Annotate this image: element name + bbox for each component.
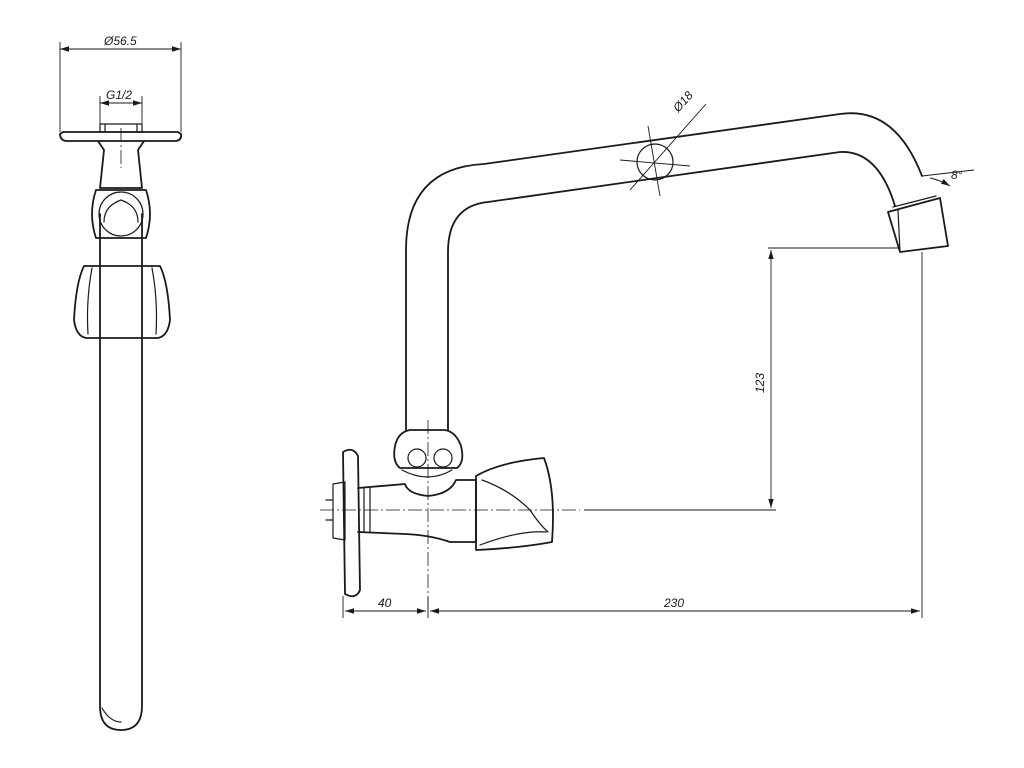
front-handle: [73, 265, 171, 339]
front-valve-body: [97, 140, 145, 189]
side-spout-outer: [405, 112, 923, 431]
flange-diameter-label: Ø56.5: [104, 34, 137, 48]
side-view: [320, 103, 975, 618]
front-swivel-nut: [91, 189, 151, 239]
outlet-height-label: 123: [753, 372, 767, 393]
side-handle: [475, 457, 554, 551]
reach-label: 230: [664, 596, 685, 610]
outlet-angle-dimension: [921, 169, 975, 187]
outlet-angle-label: 8°: [951, 168, 963, 182]
side-wall-flange: [342, 448, 361, 598]
front-view: [59, 42, 183, 731]
side-aerator: [887, 197, 949, 253]
side-riser-nut: [393, 429, 464, 469]
front-thread-dimension: [99, 96, 143, 124]
front-spout-pipe: [99, 213, 143, 731]
wall-offset-label: 40: [378, 596, 392, 610]
pipe-section-dimension: [619, 103, 707, 197]
front-flange-plate: [59, 131, 183, 142]
reach-dimension: [342, 252, 923, 618]
thread-size-label: G1/2: [106, 88, 133, 102]
height-dimension: [584, 247, 900, 511]
side-spout-inner: [447, 151, 896, 431]
side-valve-body: [357, 479, 477, 543]
front-flange-dimension: [59, 42, 182, 132]
